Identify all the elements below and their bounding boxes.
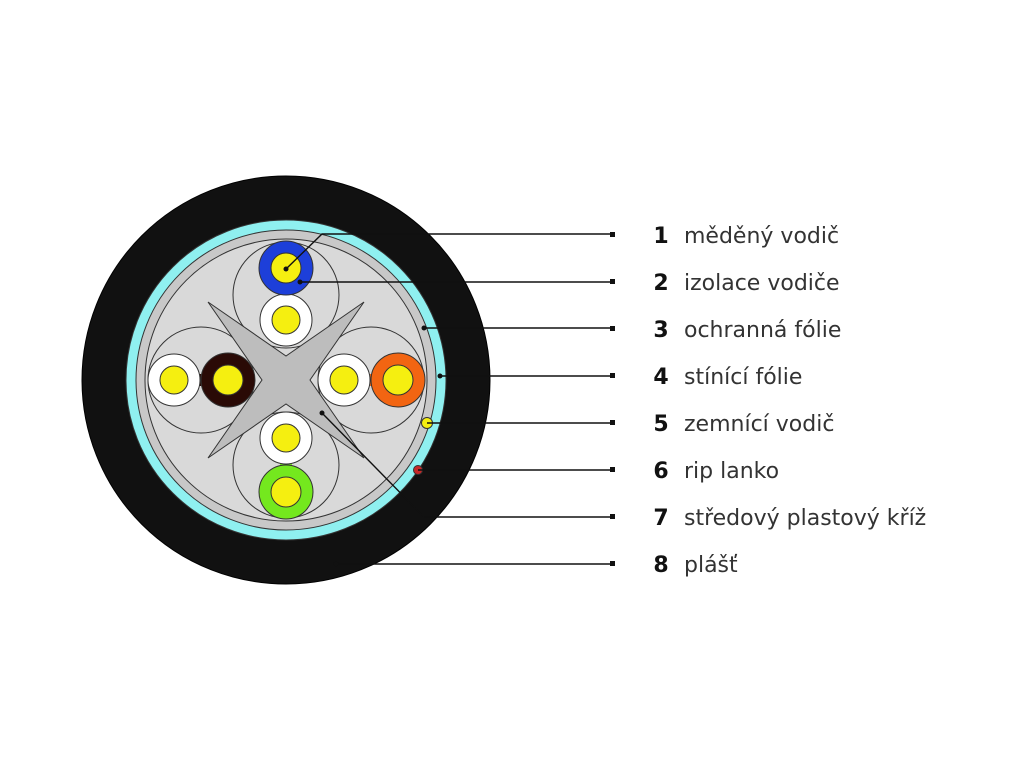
legend-label: plášť [684,553,738,578]
legend-label: měděný vodič [684,224,839,249]
pair-blue [258,240,314,347]
pair-green [258,411,314,520]
legend-label: zemnící vodič [684,412,834,437]
cable-cross-section [81,175,491,585]
pair-orange [317,352,426,408]
legend-number: 7 [653,506,668,531]
leader-line-endpoints [283,232,615,567]
pair-brown [147,352,256,408]
legend-label: izolace vodiče [684,271,840,296]
leader-line-7 [321,412,612,518]
legend-number: 1 [653,224,668,249]
pair-orange-conductor [382,364,414,396]
pair-blue-white-conductor [271,305,301,335]
legend-label: rip lanko [684,459,779,484]
legend-number: 4 [653,365,668,390]
leader-lines [285,233,612,565]
legend-label: středový plastový kříž [684,506,926,531]
legend: 1 měděný vodič 2 izolace vodiče 3 ochran… [653,224,926,578]
legend-number: 2 [653,271,668,296]
legend-number: 5 [653,412,668,437]
center-plastic-cross [207,301,365,459]
legend-number: 3 [653,318,668,343]
pair-orange-white-conductor [329,365,359,395]
pair-green-white-conductor [271,423,301,453]
legend-number: 8 [653,553,668,578]
pair-green-conductor [270,476,302,508]
leader-line-1 [285,233,612,270]
legend-label: ochranná fólie [684,318,841,343]
pair-brown-white-conductor [159,365,189,395]
pair-brown-conductor [212,364,244,396]
legend-number: 6 [653,459,668,484]
legend-label: stínící fólie [684,365,802,390]
